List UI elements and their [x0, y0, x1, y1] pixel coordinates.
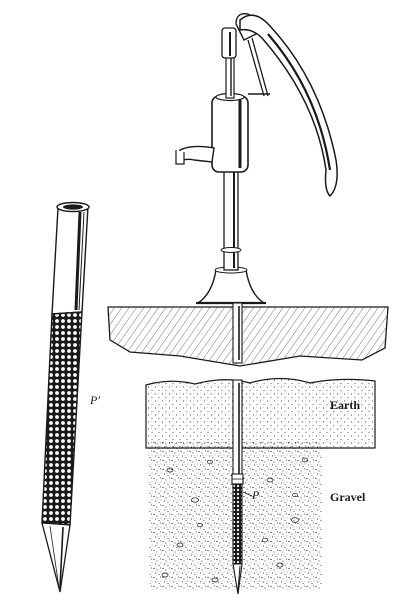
drive-point-screen [41, 311, 83, 526]
earth-section [145, 377, 376, 449]
point-p-label: P [252, 488, 260, 502]
surface-ground-section [107, 306, 389, 367]
point-p-prime-label: P′ [90, 393, 100, 407]
pump-cylinder [211, 95, 249, 173]
gravel-label: Gravel [330, 490, 366, 504]
pump-column [223, 169, 239, 271]
pump-rod [225, 53, 235, 99]
pump-handle [239, 14, 338, 198]
drive-point-detail [41, 201, 90, 593]
earth-label: Earth [330, 398, 360, 412]
pump-base [195, 269, 267, 304]
well-pipe [231, 302, 253, 595]
hand-pump [175, 13, 338, 305]
installed-drive-point-screen [232, 483, 243, 565]
drive-point-tube [51, 205, 89, 315]
drive-point-tip [41, 522, 71, 593]
